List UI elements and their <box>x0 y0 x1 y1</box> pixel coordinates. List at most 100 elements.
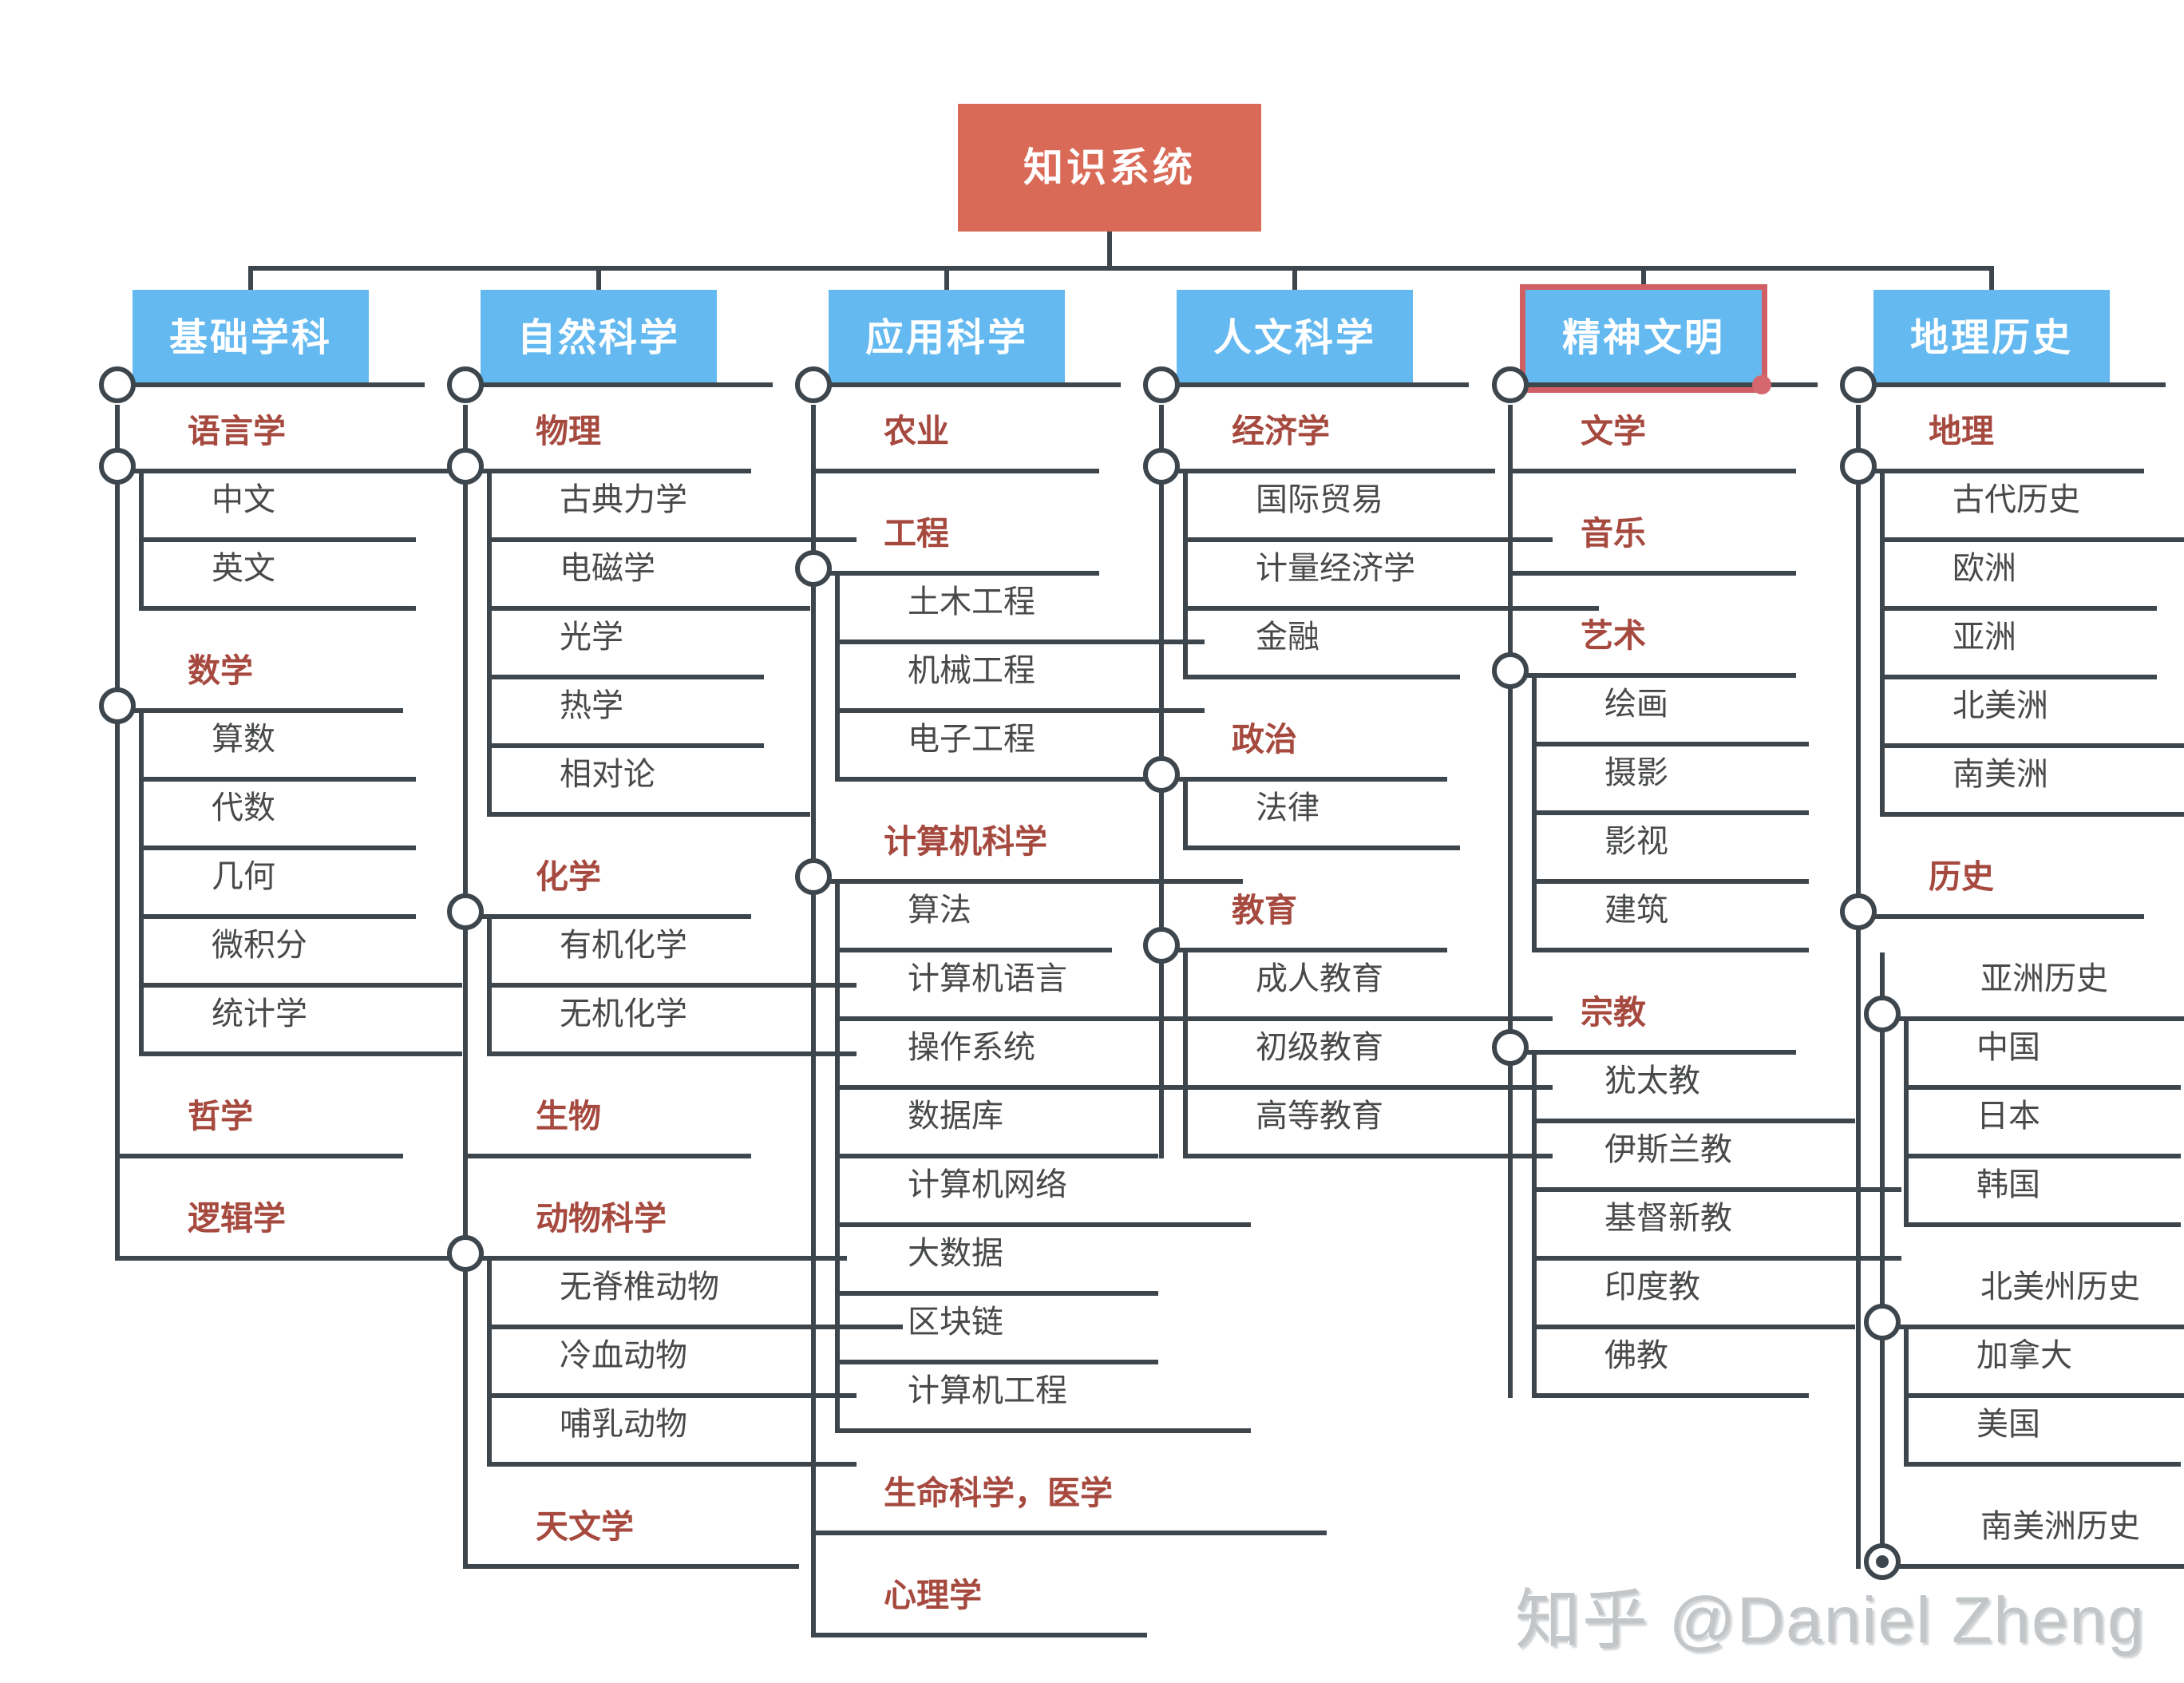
item-label[interactable]: 伊斯兰教 <box>1604 1132 1732 1167</box>
junction-circle[interactable] <box>1492 652 1529 689</box>
category-label[interactable]: 语言学 <box>188 413 286 449</box>
item-label[interactable]: 加拿大 <box>1976 1338 2072 1373</box>
item-label[interactable]: 绘画 <box>1604 687 1668 722</box>
branch-box[interactable]: 人文科学 <box>1177 290 1413 387</box>
item-label[interactable]: 韩国 <box>1976 1167 2040 1202</box>
category-label[interactable]: 宗教 <box>1581 994 1646 1031</box>
junction-circle[interactable] <box>1840 448 1877 485</box>
item-label[interactable]: 国际贸易 <box>1256 482 1383 517</box>
item-label[interactable]: 相对论 <box>560 757 655 792</box>
item-label[interactable]: 代数 <box>212 790 275 826</box>
item-label[interactable]: 美国 <box>1976 1407 2040 1442</box>
item-label[interactable]: 区块链 <box>908 1305 1003 1340</box>
item-label[interactable]: 数据库 <box>908 1099 1003 1134</box>
category-label[interactable]: 文学 <box>1581 413 1646 449</box>
branch-box[interactable]: 地理历史 <box>1873 290 2110 387</box>
category-label[interactable]: 地理 <box>1929 413 1994 449</box>
category-label[interactable]: 教育 <box>1232 892 1297 929</box>
item-label[interactable]: 计算机语言 <box>908 961 1067 996</box>
item-label[interactable]: 基督新教 <box>1604 1201 1732 1236</box>
category-label[interactable]: 艺术 <box>1581 617 1646 654</box>
item-label[interactable]: 亚洲历史 <box>1980 961 2108 996</box>
item-label[interactable]: 几何 <box>212 859 275 894</box>
category-label[interactable]: 哲学 <box>188 1098 253 1135</box>
category-label[interactable]: 心理学 <box>884 1577 982 1614</box>
category-label[interactable]: 经济学 <box>1232 413 1330 449</box>
item-label[interactable]: 土木工程 <box>908 584 1035 620</box>
junction-circle[interactable] <box>1143 366 1180 403</box>
item-label[interactable]: 亚洲 <box>1953 620 2016 655</box>
junction-circle[interactable] <box>1840 893 1877 930</box>
item-label[interactable]: 无脊椎动物 <box>560 1269 719 1305</box>
junction-circle[interactable] <box>99 448 136 485</box>
item-label[interactable]: 建筑 <box>1604 893 1668 928</box>
category-label[interactable]: 农业 <box>884 413 949 449</box>
junction-circle[interactable] <box>1143 448 1180 485</box>
item-label[interactable]: 中国 <box>1976 1030 2040 1065</box>
category-label[interactable]: 生命科学，医学 <box>884 1475 1113 1511</box>
item-label[interactable]: 日本 <box>1976 1099 2040 1134</box>
junction-circle[interactable] <box>795 366 832 403</box>
branch-box[interactable]: 自然科学 <box>481 290 717 387</box>
category-label[interactable]: 逻辑学 <box>188 1200 286 1237</box>
item-label[interactable]: 南美洲 <box>1953 757 2048 792</box>
junction-circle[interactable] <box>1143 756 1180 793</box>
junction-circle[interactable] <box>1492 366 1529 403</box>
item-label[interactable]: 机械工程 <box>908 653 1035 688</box>
category-label[interactable]: 工程 <box>884 515 949 552</box>
category-label[interactable]: 音乐 <box>1581 515 1646 552</box>
item-label[interactable]: 大数据 <box>908 1236 1003 1271</box>
root-node-box[interactable]: 知识系统 <box>958 104 1261 232</box>
item-label[interactable]: 古代历史 <box>1953 482 2080 517</box>
item-label[interactable]: 南美洲历史 <box>1980 1509 2140 1544</box>
junction-circle[interactable] <box>447 1235 484 1272</box>
category-label[interactable]: 数学 <box>188 652 253 689</box>
item-label[interactable]: 计量经济学 <box>1256 551 1415 586</box>
item-label[interactable]: 欧洲 <box>1953 551 2016 586</box>
item-label[interactable]: 算法 <box>908 893 971 928</box>
item-label[interactable]: 算数 <box>212 722 275 757</box>
junction-circle[interactable] <box>447 448 484 485</box>
junction-circle[interactable] <box>447 366 484 403</box>
category-label[interactable]: 生物 <box>536 1098 601 1135</box>
item-label[interactable]: 初级教育 <box>1256 1030 1383 1065</box>
item-label[interactable]: 操作系统 <box>908 1030 1035 1065</box>
category-label[interactable]: 历史 <box>1929 858 1994 895</box>
selection-handle[interactable] <box>1752 375 1771 394</box>
junction-circle[interactable] <box>447 893 484 930</box>
item-label[interactable]: 北美洲 <box>1953 688 2048 723</box>
item-label[interactable]: 微积分 <box>212 928 307 963</box>
item-label[interactable]: 犹太教 <box>1604 1063 1700 1099</box>
item-label[interactable]: 高等教育 <box>1256 1099 1383 1134</box>
category-label[interactable]: 动物科学 <box>536 1200 667 1237</box>
branch-box[interactable]: 应用科学 <box>829 290 1065 387</box>
item-label[interactable]: 哺乳动物 <box>560 1407 687 1442</box>
junction-circle[interactable] <box>795 550 832 587</box>
junction-circle[interactable] <box>1143 927 1180 964</box>
item-label[interactable]: 有机化学 <box>560 928 687 963</box>
item-label[interactable]: 北美州历史 <box>1980 1269 2140 1305</box>
category-label[interactable]: 化学 <box>536 858 601 895</box>
junction-circle[interactable] <box>1864 1304 1901 1340</box>
item-label[interactable]: 古典力学 <box>560 482 687 517</box>
item-label[interactable]: 成人教育 <box>1256 961 1383 996</box>
junction-circle[interactable] <box>1864 996 1901 1032</box>
junction-circle[interactable] <box>99 687 136 724</box>
item-label[interactable]: 计算机网络 <box>908 1167 1067 1202</box>
branch-box[interactable]: 基础学科 <box>133 290 369 387</box>
item-label[interactable]: 计算机工程 <box>908 1373 1067 1408</box>
item-label[interactable]: 无机化学 <box>560 996 687 1032</box>
item-label[interactable]: 印度教 <box>1604 1269 1700 1305</box>
item-label[interactable]: 电子工程 <box>908 722 1035 757</box>
category-label[interactable]: 计算机科学 <box>884 823 1047 860</box>
branch-box[interactable]: 精神文明 <box>1520 284 1767 393</box>
category-label[interactable]: 天文学 <box>536 1508 634 1545</box>
category-label[interactable]: 物理 <box>536 413 601 449</box>
item-label[interactable]: 佛教 <box>1604 1338 1668 1373</box>
item-label[interactable]: 光学 <box>560 620 623 655</box>
item-label[interactable]: 法律 <box>1256 790 1320 826</box>
item-label[interactable]: 冷血动物 <box>560 1338 687 1373</box>
item-label[interactable]: 中文 <box>212 482 275 517</box>
junction-circle[interactable] <box>99 366 136 403</box>
item-label[interactable]: 统计学 <box>212 996 307 1032</box>
